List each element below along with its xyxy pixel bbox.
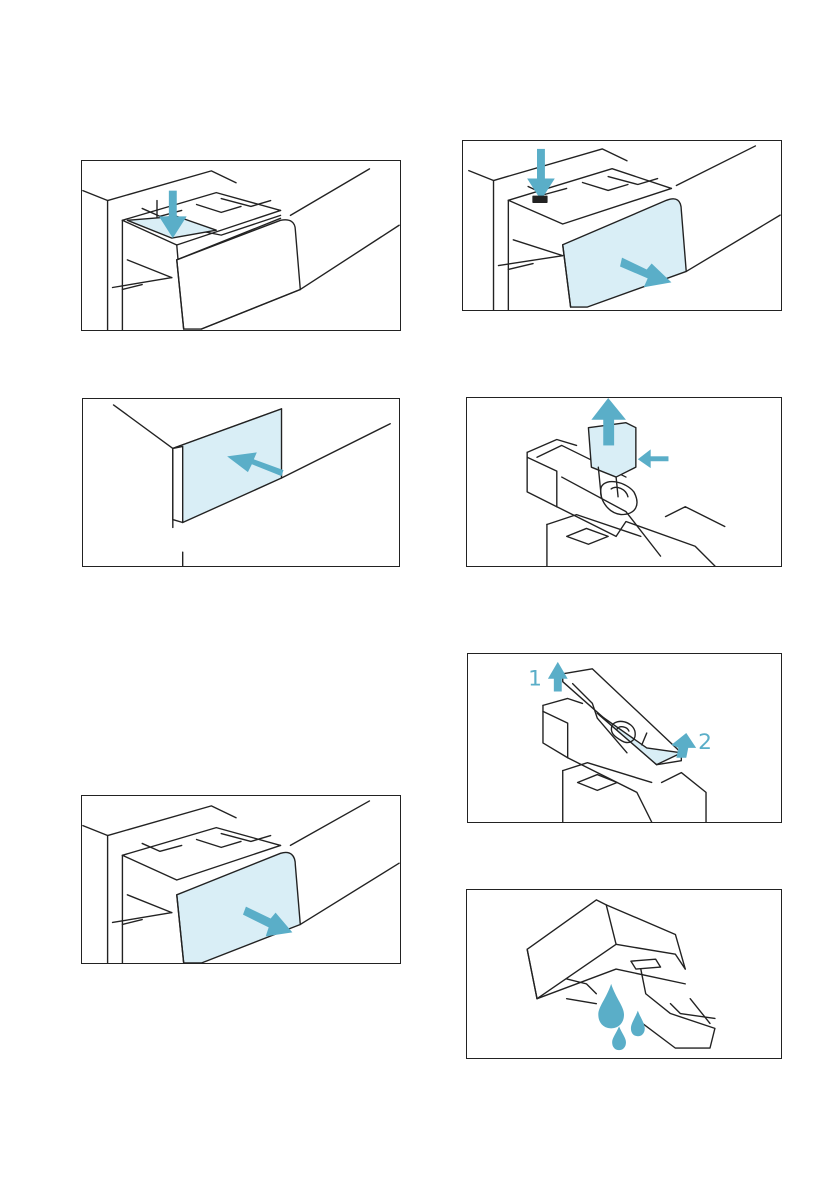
drawer-icon [463, 141, 781, 310]
step-label-2: 2 [698, 730, 712, 755]
step-label-1: 1 [528, 667, 542, 692]
figure-remove-cover: 1 2 [467, 653, 782, 823]
drawer-icon [82, 796, 400, 963]
figure-drain-drawer [466, 889, 782, 1059]
figure-pull-drawer-out [462, 140, 782, 311]
drawer-icon [82, 161, 400, 330]
cover-icon: 1 2 [468, 654, 781, 822]
insert-icon [467, 398, 781, 566]
figure-push-drawer-in [82, 398, 400, 567]
figure-press-release-lever [81, 160, 401, 331]
figure-remove-insert [466, 397, 782, 567]
figure-drawer-out [81, 795, 401, 964]
arrow-side-icon [638, 449, 669, 468]
water-drop-icon [598, 984, 644, 1050]
drawer-icon [467, 890, 781, 1058]
drawer-front-icon [83, 399, 399, 566]
